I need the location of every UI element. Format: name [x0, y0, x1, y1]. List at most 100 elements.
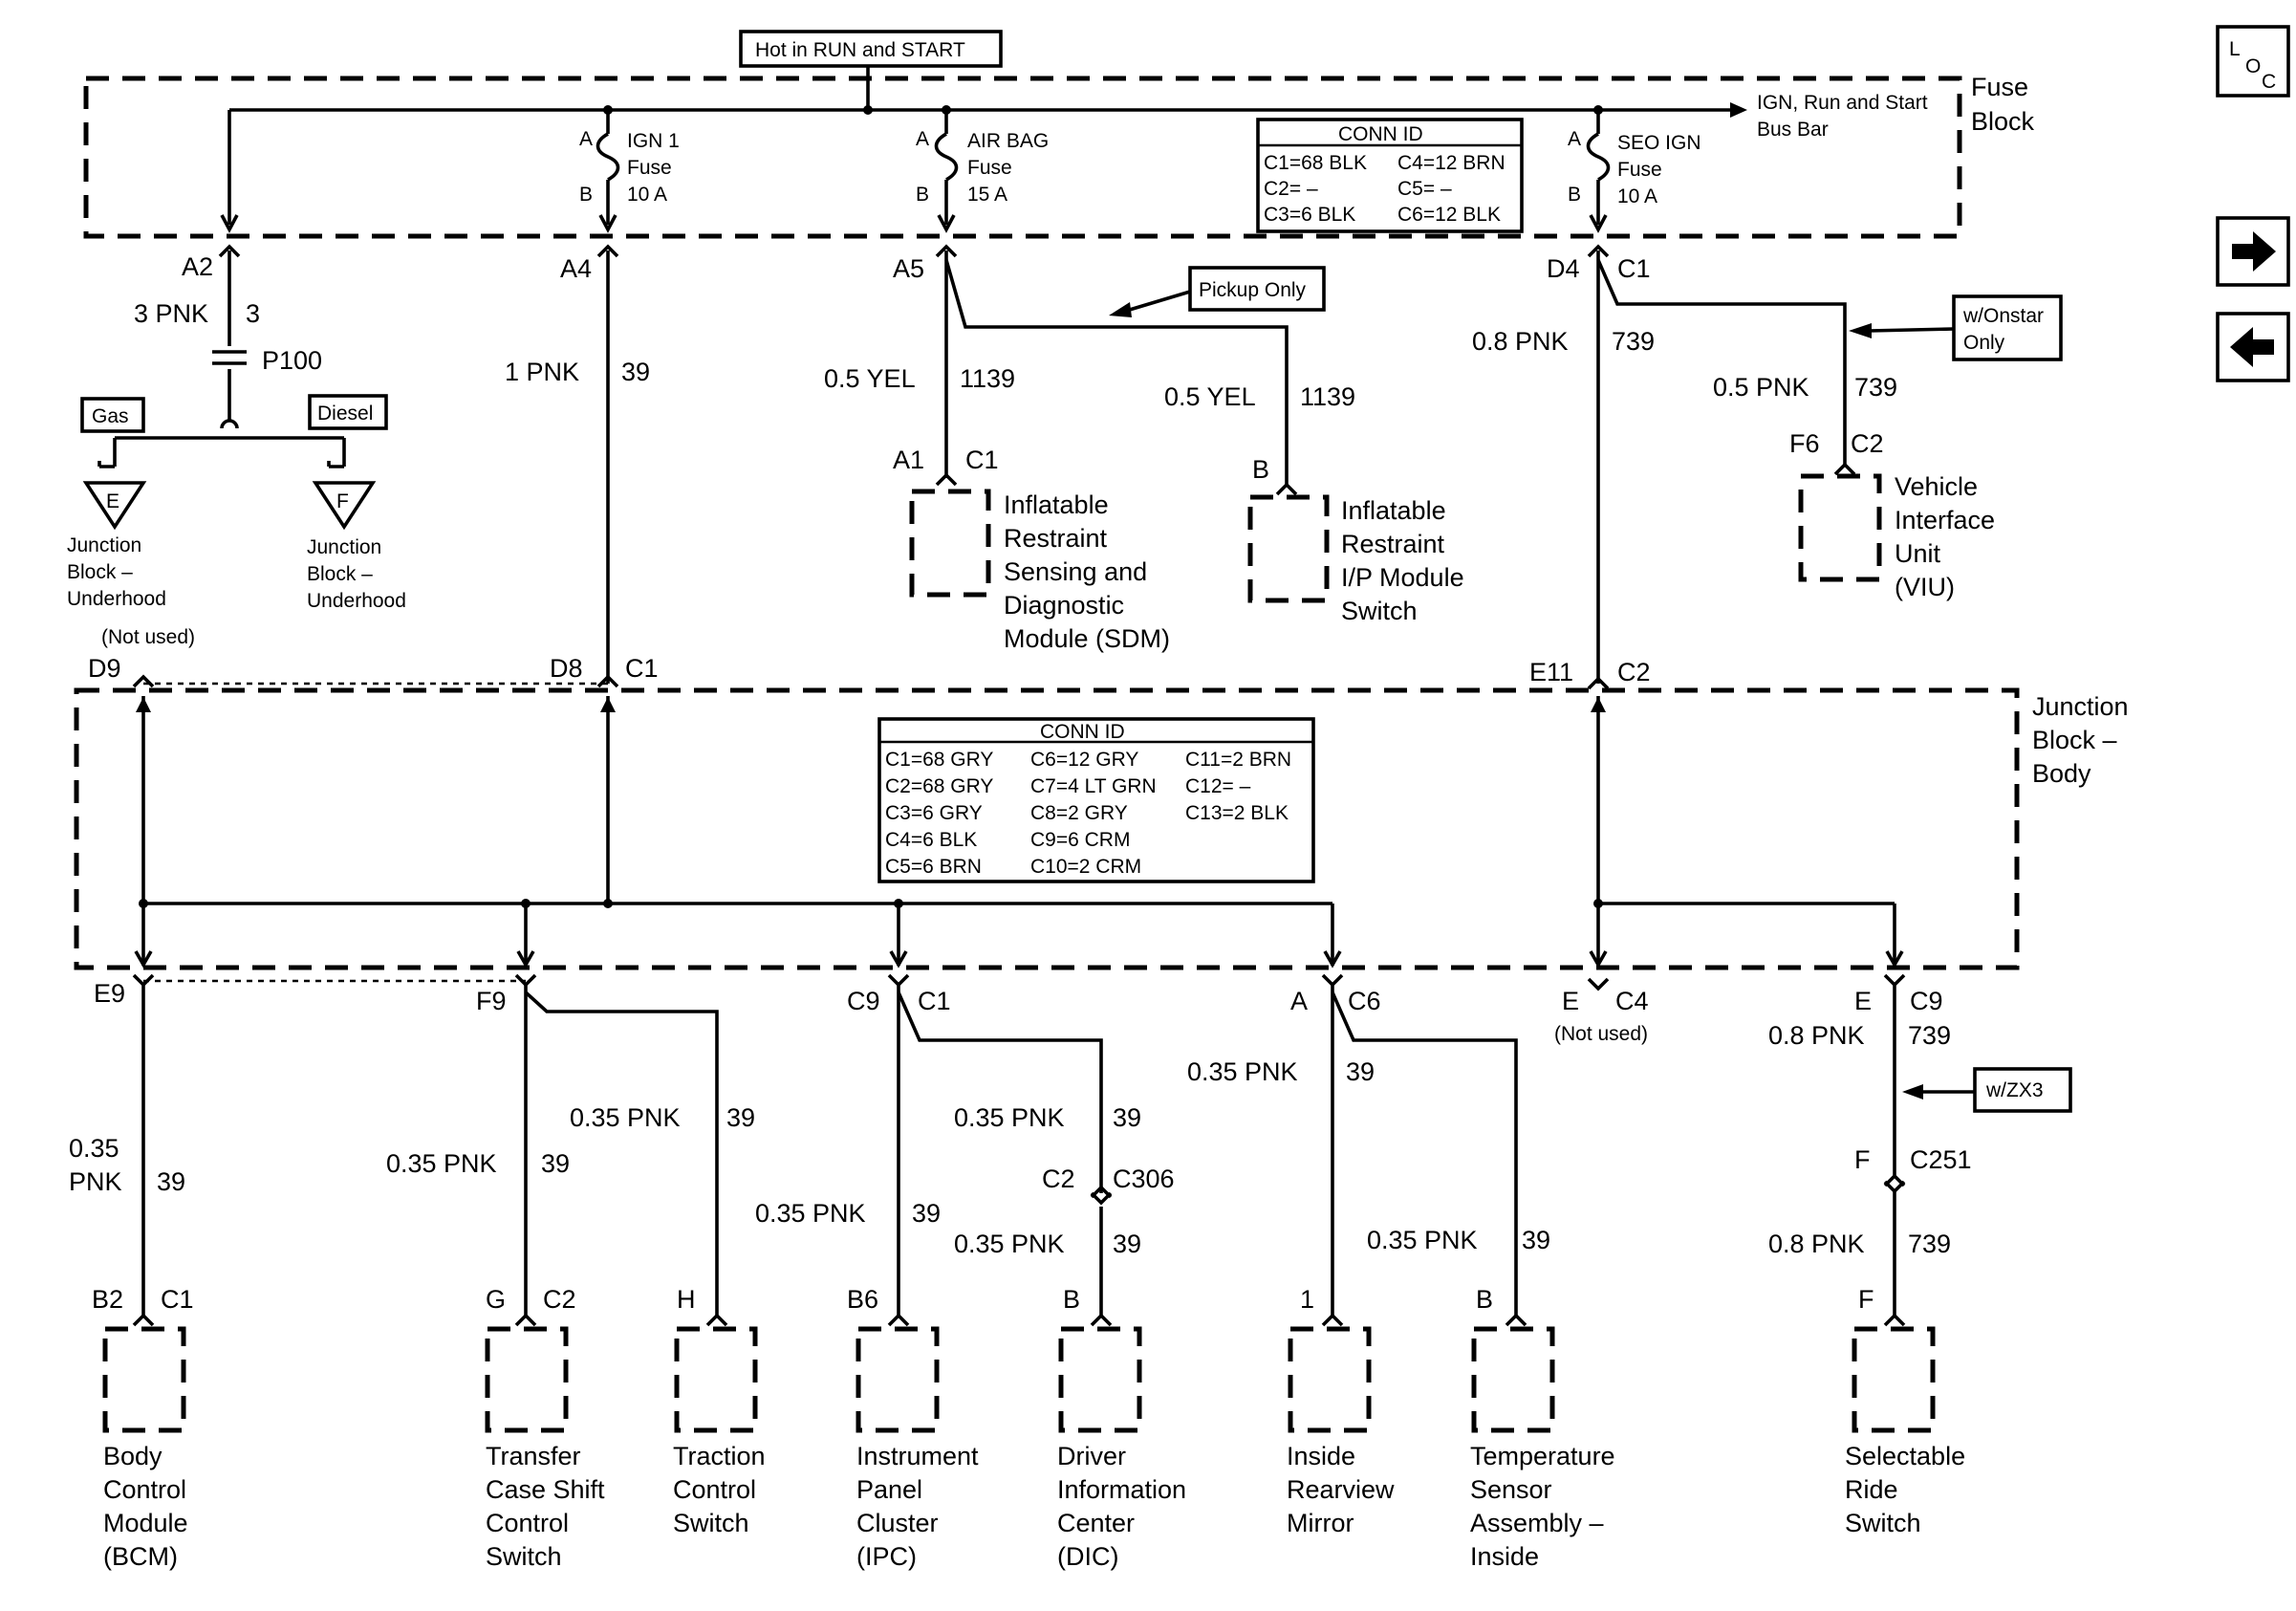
- svg-text:(DIC): (DIC): [1057, 1542, 1118, 1571]
- svg-text:Bus Bar: Bus Bar: [1757, 119, 1829, 141]
- svg-text:C4=12 BRN: C4=12 BRN: [1397, 152, 1505, 174]
- mirror-module: [1288, 1326, 1372, 1433]
- junction-internal-bus: [134, 696, 1904, 969]
- svg-text:C2: C2: [1851, 429, 1884, 458]
- svg-text:Fuse: Fuse: [967, 157, 1012, 179]
- svg-text:A: A: [916, 128, 929, 150]
- svg-text:F: F: [1854, 1145, 1871, 1174]
- svg-text:Diagnostic: Diagnostic: [1004, 591, 1124, 620]
- svg-text:Panel: Panel: [856, 1475, 922, 1504]
- svg-text:0.8 PNK: 0.8 PNK: [1768, 1230, 1865, 1258]
- svg-text:Fuse: Fuse: [1617, 159, 1662, 181]
- svg-text:39: 39: [1113, 1230, 1141, 1258]
- svg-text:A: A: [579, 128, 593, 150]
- svg-text:739: 739: [1854, 373, 1897, 402]
- svg-text:739: 739: [1908, 1021, 1951, 1050]
- svg-text:E: E: [106, 490, 119, 512]
- junction-block-body-outline: [74, 687, 2020, 970]
- onstar-only-label: w/Onstar Only: [1952, 294, 2063, 361]
- svg-text:Temperature: Temperature: [1470, 1442, 1615, 1470]
- svg-text:Ride: Ride: [1845, 1475, 1898, 1504]
- svg-text:(VIU): (VIU): [1895, 573, 1955, 601]
- svg-text:Underhood: Underhood: [307, 590, 406, 612]
- svg-text:0.8 PNK: 0.8 PNK: [1768, 1021, 1865, 1050]
- svg-text:(Not used): (Not used): [1554, 1023, 1648, 1045]
- svg-text:Control: Control: [103, 1475, 186, 1504]
- loc-o: O: [2245, 55, 2261, 77]
- svg-text:C306: C306: [1113, 1165, 1175, 1193]
- svg-text:B2: B2: [92, 1285, 123, 1314]
- svg-text:C1=68 BLK: C1=68 BLK: [1264, 152, 1367, 174]
- svg-text:Fuse: Fuse: [1971, 73, 2028, 101]
- fuse-block-conn-id-table: CONN ID C1=68 BLK C2= – C3=6 BLK C4=12 B…: [1256, 118, 1524, 233]
- svg-text:C5= –: C5= –: [1397, 178, 1452, 200]
- loc-button[interactable]: L O C: [2216, 25, 2290, 98]
- svg-text:Module (SDM): Module (SDM): [1004, 624, 1170, 653]
- svg-text:C3=6 GRY: C3=6 GRY: [885, 802, 983, 824]
- next-page-button[interactable]: [2216, 216, 2290, 287]
- svg-text:SEO IGN: SEO IGN: [1617, 132, 1701, 154]
- svg-text:C2: C2: [543, 1285, 576, 1314]
- selectable-ride-switch-module: [1852, 1326, 1936, 1433]
- svg-text:Rearview: Rearview: [1287, 1475, 1395, 1504]
- svg-text:C1: C1: [161, 1285, 194, 1314]
- svg-text:Pickup Only: Pickup Only: [1199, 279, 1307, 301]
- svg-text:F9: F9: [476, 987, 507, 1015]
- svg-text:Cluster: Cluster: [856, 1509, 939, 1537]
- svg-text:IGN, Run and Start: IGN, Run and Start: [1757, 92, 1928, 114]
- svg-text:A: A: [1568, 128, 1581, 150]
- svg-text:PNK: PNK: [69, 1167, 122, 1196]
- svg-text:AIR BAG: AIR BAG: [967, 130, 1049, 152]
- svg-text:C5=6 BRN: C5=6 BRN: [885, 856, 982, 878]
- svg-text:B: B: [1476, 1285, 1493, 1314]
- circuit-ipc: C9 C1 0.35 PNK 39 B6 Instrument Panel Cl…: [755, 973, 1186, 1571]
- svg-text:C7=4 LT GRN: C7=4 LT GRN: [1030, 775, 1157, 797]
- svg-text:A1: A1: [893, 446, 924, 474]
- circuit-transfer-case: F9 0.35 PNK 39 G C2 Transfer Case Shift …: [386, 973, 766, 1571]
- svg-text:B: B: [579, 184, 593, 206]
- fuse-ign1: A B IGN 1 Fuse 10 A: [579, 105, 680, 233]
- circuit-a5: A5 0.5 YEL 1139 Pickup Only A1 C1 Inflat…: [824, 244, 1464, 653]
- arrow-down-icon: [220, 214, 239, 233]
- svg-text:B: B: [1252, 455, 1269, 484]
- svg-text:Block: Block: [1971, 107, 2035, 136]
- svg-text:0.35 PNK: 0.35 PNK: [954, 1230, 1065, 1258]
- circuit-mirror: A C6 0.35 PNK 39 1 Inside Rearview Mirro…: [1187, 973, 1615, 1571]
- svg-text:A5: A5: [893, 254, 924, 283]
- svg-text:1: 1: [1300, 1285, 1314, 1314]
- svg-text:0.35 PNK: 0.35 PNK: [570, 1103, 681, 1132]
- svg-text:Sensor: Sensor: [1470, 1475, 1552, 1504]
- reference-triangle-icon: [312, 481, 377, 531]
- svg-text:Center: Center: [1057, 1509, 1135, 1537]
- svg-text:0.35: 0.35: [69, 1134, 119, 1163]
- svg-text:E9: E9: [94, 979, 125, 1008]
- loc-c: C: [2262, 71, 2276, 93]
- bcm-module: [102, 1326, 186, 1433]
- previous-page-button[interactable]: [2216, 312, 2290, 382]
- svg-text:Interface: Interface: [1895, 506, 1995, 534]
- svg-text:Fuse: Fuse: [627, 157, 672, 179]
- svg-text:Junction: Junction: [67, 534, 141, 556]
- svg-text:Body: Body: [103, 1442, 162, 1470]
- svg-text:C1: C1: [918, 987, 951, 1015]
- svg-text:C9=6 CRM: C9=6 CRM: [1030, 829, 1130, 851]
- hot-in-run-start-label: Hot in RUN and START: [739, 30, 1003, 68]
- svg-text:D9: D9: [88, 654, 121, 683]
- svg-text:Restraint: Restraint: [1004, 524, 1108, 553]
- svg-text:Module: Module: [103, 1509, 188, 1537]
- svg-text:C2: C2: [1042, 1165, 1075, 1193]
- svg-text:39: 39: [1113, 1103, 1141, 1132]
- splice-p100: P100: [262, 346, 322, 375]
- svg-text:C12= –: C12= –: [1185, 775, 1251, 797]
- svg-text:CONN ID: CONN ID: [1338, 123, 1423, 145]
- svg-text:Information: Information: [1057, 1475, 1186, 1504]
- svg-text:10 A: 10 A: [1617, 185, 1657, 207]
- svg-text:Gas: Gas: [92, 405, 129, 427]
- svg-text:739: 739: [1612, 327, 1655, 356]
- svg-text:Traction: Traction: [673, 1442, 766, 1470]
- diesel-label: Diesel: [308, 394, 388, 430]
- svg-text:0.35 PNK: 0.35 PNK: [1367, 1226, 1478, 1254]
- svg-text:Instrument: Instrument: [856, 1442, 979, 1470]
- svg-text:Block –: Block –: [2032, 726, 2117, 754]
